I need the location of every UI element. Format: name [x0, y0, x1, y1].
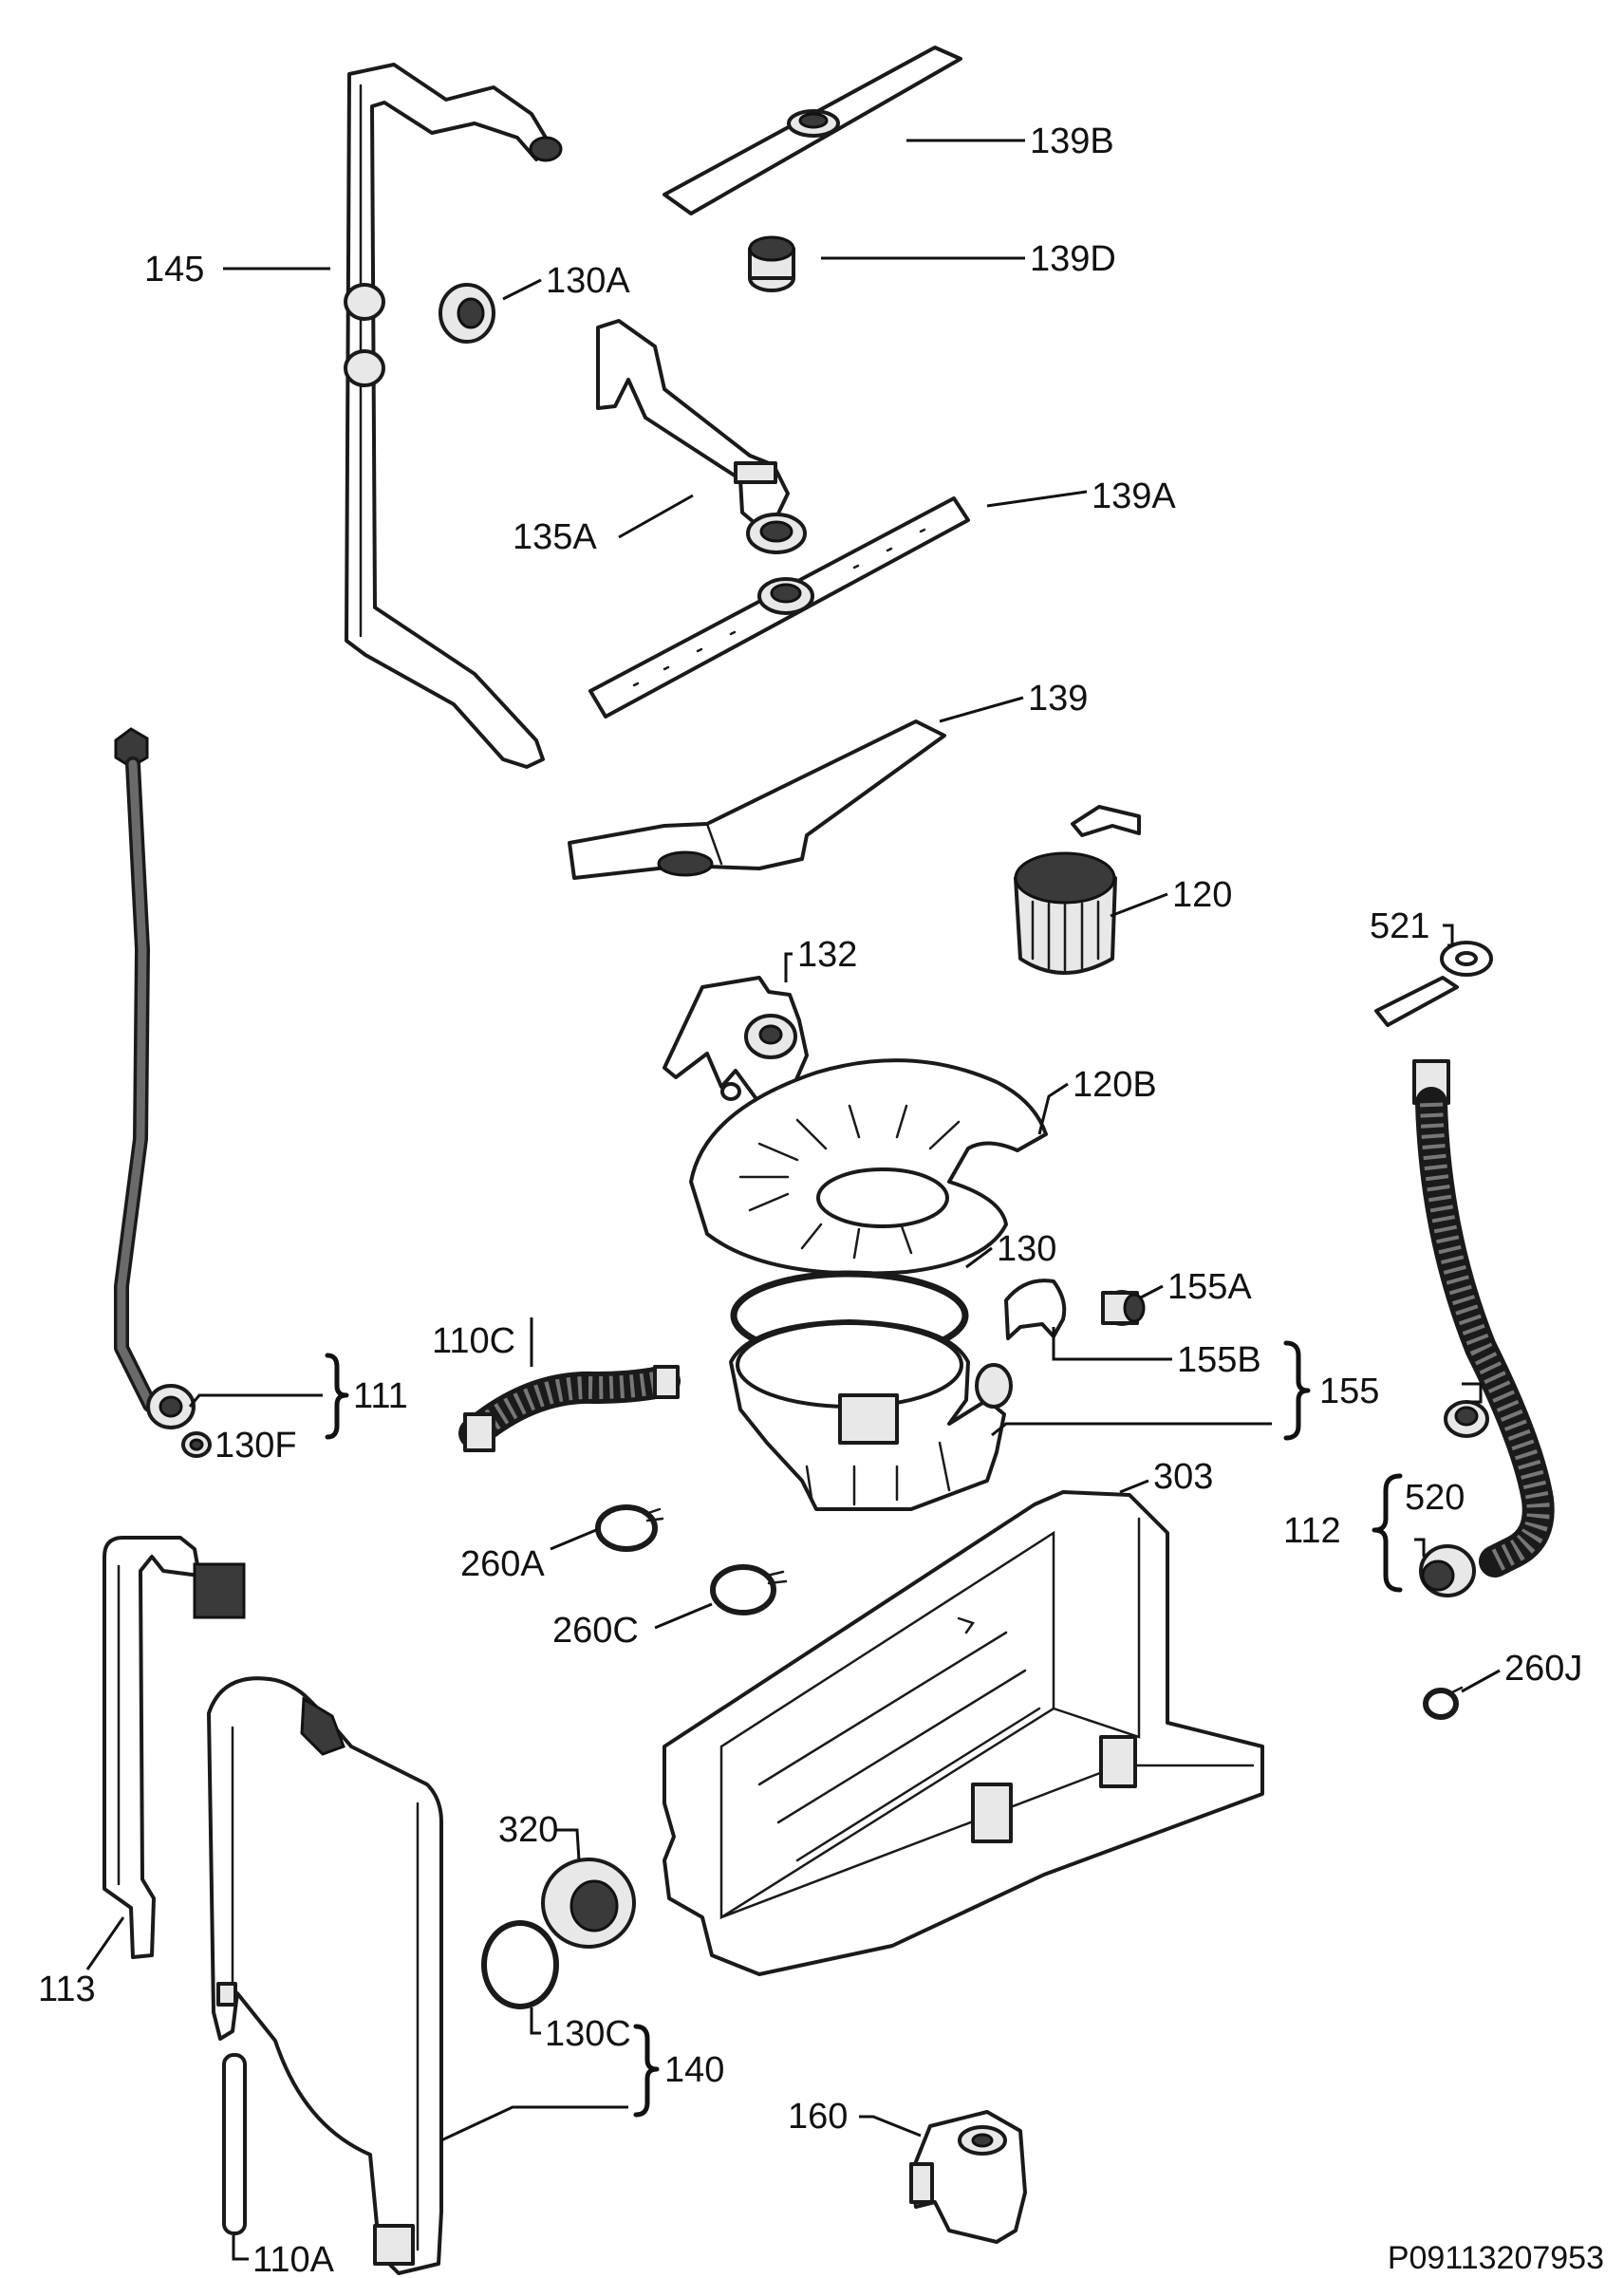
part-139b-top-spray-arm[interactable] [663, 46, 962, 215]
part-130f-seal[interactable] [181, 1431, 212, 1458]
group-braces [325, 1340, 1403, 2118]
label-520: 520 [1405, 1478, 1465, 1518]
part-520-valve[interactable] [1444, 1400, 1489, 1438]
label-260j: 260J [1504, 1649, 1582, 1689]
part-155-sump[interactable] [729, 1319, 1013, 1511]
label-320: 320 [498, 1810, 558, 1850]
reference-code: P09113207953 [1388, 2240, 1604, 2276]
label-120b: 120B [1073, 1065, 1157, 1105]
label-155a: 155A [1167, 1267, 1252, 1307]
part-labels: 139B 139D 145 130A 135A 139A 139 120 521… [38, 121, 1604, 2278]
label-155: 155 [1319, 1372, 1379, 1411]
label-130: 130 [997, 1229, 1056, 1269]
part-260a-clamp[interactable] [595, 1504, 664, 1552]
part-110a-tube[interactable] [222, 2053, 247, 2235]
leader-lines [85, 139, 1501, 2261]
label-112: 112 [1283, 1511, 1341, 1551]
label-113: 113 [38, 1970, 96, 2009]
part-110c-corrugated-hose[interactable] [458, 1365, 681, 1452]
label-145: 145 [144, 250, 204, 289]
part-112-drain-hose[interactable] [1412, 1059, 1555, 1597]
part-160-valve[interactable] [909, 2110, 1027, 2244]
part-155a-connector[interactable] [1101, 1290, 1146, 1326]
part-260j-clamp[interactable] [1423, 1686, 1464, 1720]
label-260c: 260C [552, 1611, 639, 1651]
label-120: 120 [1172, 875, 1232, 915]
label-132: 132 [797, 935, 857, 975]
label-130f: 130F [215, 1426, 297, 1466]
part-139d-nut[interactable] [748, 235, 795, 292]
part-132-sensor[interactable] [663, 976, 809, 1105]
part-303-base-frame[interactable] [663, 1490, 1264, 1976]
label-160: 160 [788, 2097, 848, 2137]
label-139a: 139A [1092, 476, 1176, 516]
label-139: 139 [1028, 679, 1088, 719]
label-303: 303 [1153, 1457, 1213, 1497]
part-120-filter[interactable] [1014, 805, 1141, 975]
label-155b: 155B [1177, 1340, 1261, 1380]
part-120b-filter-plate[interactable] [689, 1058, 1048, 1276]
part-521-tool[interactable] [1374, 941, 1493, 1027]
label-260a: 260A [460, 1544, 545, 1584]
label-130a: 130A [546, 261, 630, 301]
part-113-air-channel[interactable] [103, 1536, 246, 1959]
label-140: 140 [664, 2050, 724, 2090]
label-111: 111 [353, 1376, 408, 1416]
label-139b: 139B [1030, 121, 1114, 161]
part-139a-upper-spray-arm[interactable] [588, 496, 970, 719]
label-110a: 110A [252, 2240, 335, 2278]
label-135a: 135A [513, 517, 597, 557]
part-320-seal[interactable] [541, 1858, 636, 1949]
part-155b-cover[interactable] [1004, 1279, 1067, 1340]
label-521: 521 [1370, 906, 1429, 946]
label-130c: 130C [545, 2014, 631, 2054]
part-135a-arm-support[interactable] [596, 319, 807, 554]
part-130a-seal[interactable] [439, 283, 495, 344]
part-260c-clamp[interactable] [710, 1564, 788, 1615]
part-139-lower-spray-arm[interactable] [568, 719, 946, 880]
part-111-supply-hose[interactable] [114, 727, 196, 1429]
label-139d: 139D [1030, 239, 1116, 279]
part-130c-ring[interactable] [481, 1920, 559, 2009]
part-145-supply-pipe[interactable] [344, 63, 563, 769]
part-140-water-softener[interactable] [207, 1676, 443, 2275]
label-110c: 110C [432, 1321, 515, 1361]
